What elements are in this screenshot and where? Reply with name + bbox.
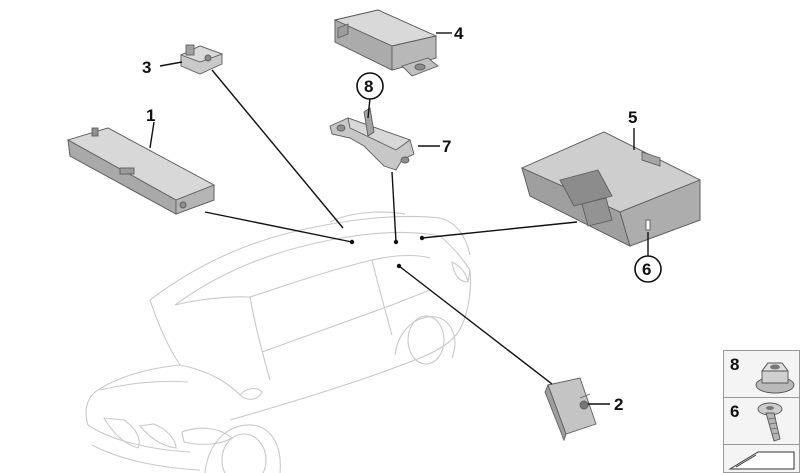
callout-1: 1 [146, 106, 155, 125]
part-2-control-box [544, 377, 597, 442]
callout-6-circle [634, 255, 662, 283]
legend-item-bolt: 6 [723, 397, 800, 445]
legend-number: 6 [730, 402, 740, 421]
part-1-antenna-amplifier [66, 127, 216, 215]
flange-nut-icon [755, 362, 795, 394]
legend-number: 8 [730, 355, 740, 374]
legend-item-nut: 8 [723, 350, 800, 398]
torx-bolt-icon [757, 402, 783, 442]
leader-lines [149, 32, 649, 405]
arrow-icon [728, 451, 795, 470]
callout-3: 3 [142, 58, 151, 77]
part-5-control-unit [520, 131, 702, 247]
part-3-connector [179, 44, 224, 75]
car-outline [85, 211, 472, 473]
callout-4: 4 [454, 24, 464, 43]
part-7-bracket [329, 107, 415, 171]
callout-6: 6 [642, 260, 651, 279]
callout-2: 2 [614, 395, 623, 414]
callout-8: 8 [364, 77, 373, 96]
callout-5: 5 [628, 108, 637, 127]
callout-7: 7 [442, 137, 451, 156]
legend-item-arrow [723, 444, 800, 473]
part-4-module [333, 9, 439, 77]
callout-8-circle [356, 72, 384, 100]
